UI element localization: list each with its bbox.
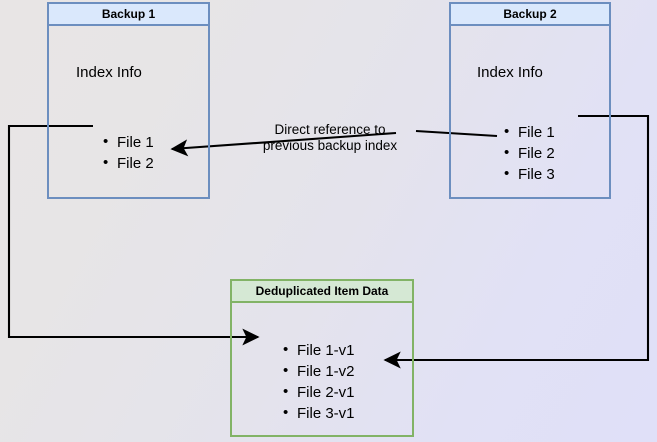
node-deduplicated-item-data[interactable]: Deduplicated Item Data File 1-v1 File 1-… — [230, 279, 414, 437]
list-item: File 3-v1 — [283, 402, 354, 424]
backup-1-index-info-label: Index Info — [76, 64, 142, 81]
list-item: File 1-v2 — [283, 360, 354, 382]
edge-label-direct-reference: Direct reference to previous backup inde… — [262, 122, 398, 153]
list-item: File 1 — [504, 121, 555, 143]
list-item: File 3 — [504, 163, 555, 185]
list-item: File 1 — [103, 131, 154, 153]
backup-1-file-list: File 1 File 2 — [101, 131, 154, 174]
node-backup-2[interactable]: Backup 2 Index Info File 1 File 2 File 3 — [449, 2, 611, 199]
list-item: File 2 — [504, 142, 555, 164]
node-backup-1[interactable]: Backup 1 Index Info File 1 File 2 — [47, 2, 210, 199]
node-deduplicated-item-data-body: File 1-v1 File 1-v2 File 2-v1 File 3-v1 — [232, 303, 412, 435]
list-item: File 2 — [103, 152, 154, 174]
node-deduplicated-item-data-header: Deduplicated Item Data — [232, 281, 412, 303]
list-item: File 2-v1 — [283, 381, 354, 403]
node-backup-1-header: Backup 1 — [49, 4, 208, 26]
list-item: File 1-v1 — [283, 339, 354, 361]
dedup-file-list: File 1-v1 File 1-v2 File 2-v1 File 3-v1 — [281, 339, 354, 424]
node-backup-2-header: Backup 2 — [451, 4, 609, 26]
backup-2-file-list: File 1 File 2 File 3 — [502, 121, 555, 185]
node-backup-1-body: Index Info File 1 File 2 — [49, 26, 208, 197]
node-backup-2-body: Index Info File 1 File 2 File 3 — [451, 26, 609, 197]
backup-2-index-info-label: Index Info — [477, 64, 543, 81]
